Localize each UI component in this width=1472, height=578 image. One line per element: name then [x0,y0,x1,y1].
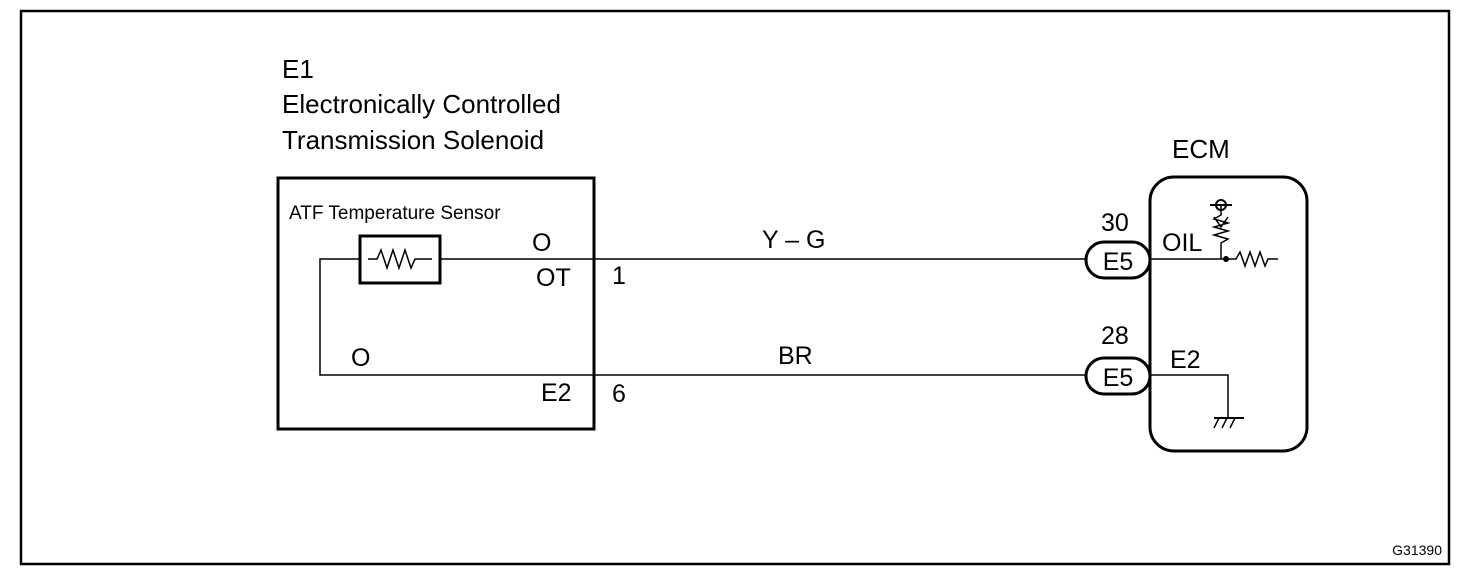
diagram-frame [19,9,1451,566]
sensor-label: ATF Temperature Sensor [289,203,501,224]
pin-top-name: OT [536,264,571,292]
solenoid-box [276,176,596,431]
component-name-line1: Electronically Controlled [282,89,561,119]
pin-bottom-name: E2 [541,379,572,407]
pin-bottom-marker: O [351,344,370,372]
ecm-terminal-e2: E2 [1170,346,1201,374]
resistor-icon [358,234,442,285]
connector-bottom-code: E5 [1103,364,1134,392]
ecm-pin-top-number: 30 [1101,209,1129,237]
ecm-label: ECM [1172,134,1230,164]
ecm-pin-bottom-number: 28 [1101,322,1129,350]
pin-top-marker: O [532,229,551,257]
ecm-box [1148,175,1309,453]
figure-id: G31390 [1392,542,1442,558]
wire-top-color-label: Y – G [762,226,825,254]
pin-bottom-number: 6 [612,380,626,408]
pull-up-resistor-icon [1210,199,1232,262]
wire-bottom-color-label: BR [778,342,813,370]
ground-icon [1213,417,1244,429]
ecm-e2-internal-wire [1150,374,1229,418]
sensor-loop-wire [319,258,594,376]
pin-top-number: 1 [612,262,626,290]
component-name-line2: Transmission Solenoid [282,125,544,155]
input-resistor-icon [1226,249,1278,269]
component-code: E1 [282,54,314,84]
ecm-terminal-oil: OIL [1162,229,1202,257]
connector-top-code: E5 [1103,248,1134,276]
